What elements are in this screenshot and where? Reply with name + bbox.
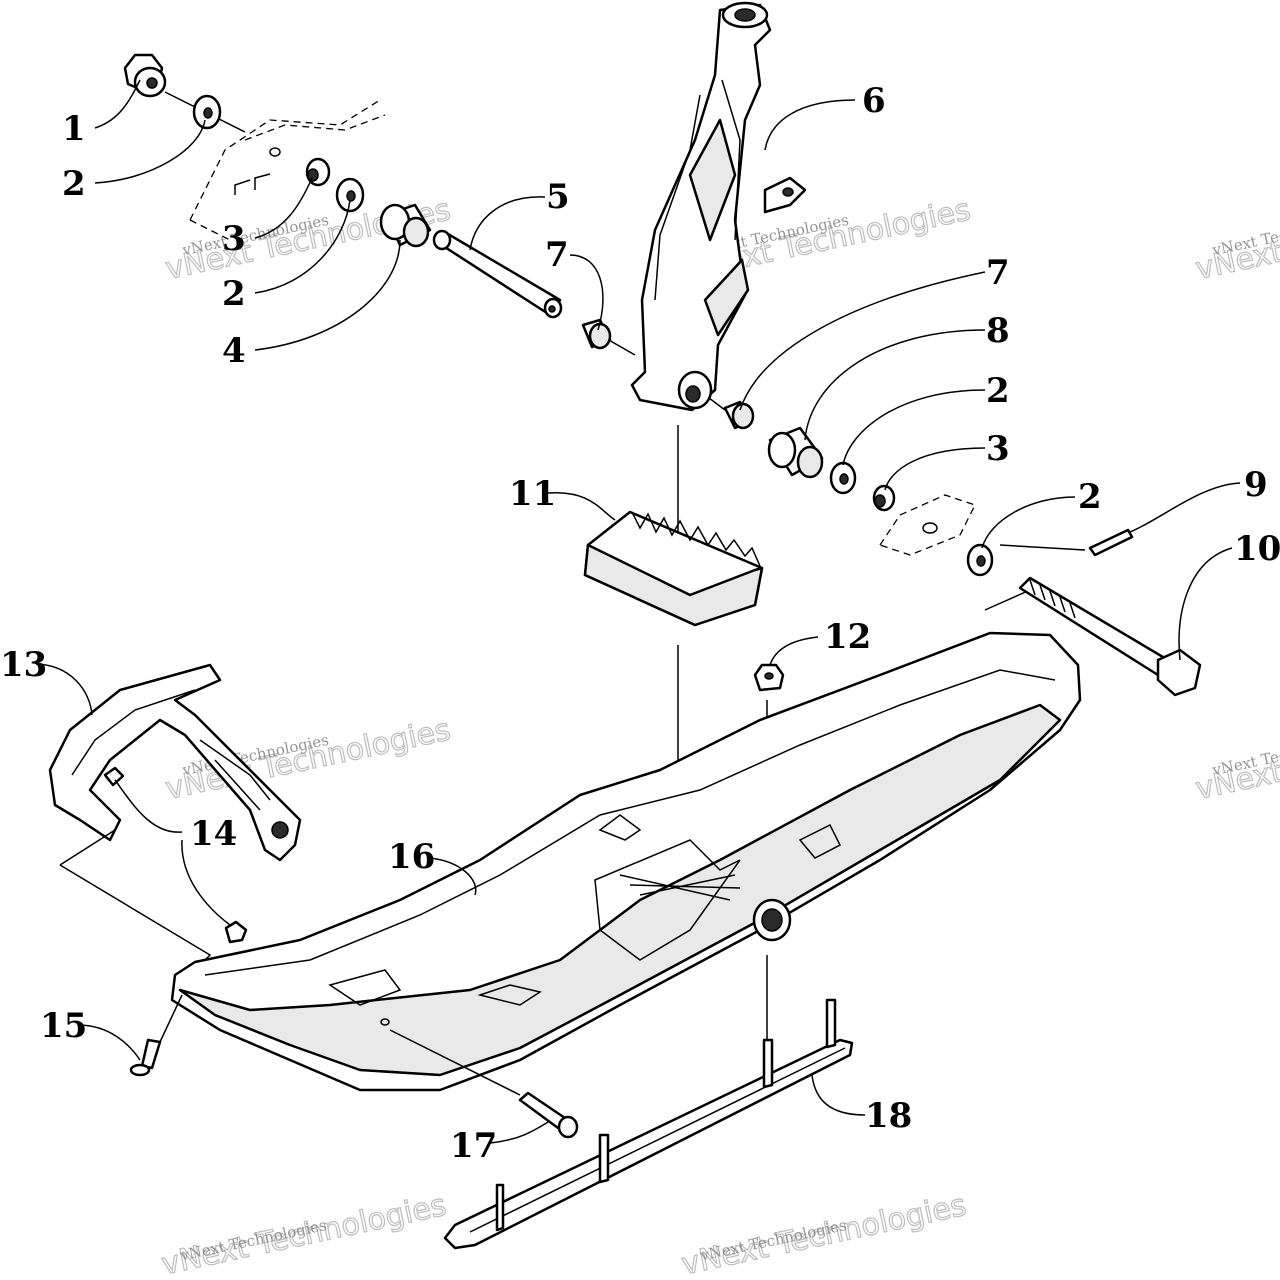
part-12-lock-nut — [753, 663, 785, 692]
watermark: vNext Technologies vNext Technologies — [158, 1187, 450, 1280]
callout-13: 13 — [0, 645, 47, 685]
callout-1: 1 — [62, 109, 86, 149]
part-2-washer — [829, 461, 857, 495]
callout-2: 2 — [1078, 477, 1102, 517]
callout-7: 7 — [986, 253, 1010, 293]
axle-line-bolt — [984, 589, 1031, 611]
leader-16 — [427, 857, 477, 896]
part-18-runner — [443, 998, 854, 1250]
part-6-spindle — [630, 1, 807, 412]
callout-10: 10 — [1234, 529, 1280, 569]
callout-leaders — [35, 79, 1241, 1144]
callout-8: 8 — [986, 311, 1010, 351]
part-17-bolt — [518, 1091, 579, 1139]
part-15-screw — [129, 1038, 162, 1077]
part-8-spacer — [767, 426, 824, 479]
callout-9: 9 — [1244, 465, 1268, 505]
part-16-ski — [170, 631, 1082, 1092]
frame-outline — [189, 99, 386, 241]
part-1-nut — [123, 53, 167, 98]
callout-3: 3 — [222, 219, 246, 259]
part-10-bolt — [1018, 576, 1202, 697]
callout-11: 11 — [509, 474, 556, 514]
watermark: vNext Technologies vNext Technologies — [1192, 712, 1280, 808]
part-9-cotter-pin — [1088, 528, 1134, 557]
part-7-bushing — [723, 400, 755, 430]
callout-2: 2 — [222, 274, 246, 314]
callout-7: 7 — [545, 235, 569, 275]
callout-16: 16 — [388, 837, 435, 877]
callout-17: 17 — [450, 1126, 497, 1166]
part-14-nut — [224, 920, 248, 944]
part-2-washer — [335, 177, 365, 213]
pin-line — [999, 544, 1086, 551]
part-3-flange-bushing — [872, 484, 896, 512]
bracket-outline — [878, 494, 976, 556]
callout-3: 3 — [986, 429, 1010, 469]
callout-15: 15 — [40, 1006, 87, 1046]
callout-2: 2 — [986, 371, 1010, 411]
callout-5: 5 — [546, 177, 570, 217]
bolt-17-line — [389, 1029, 521, 1096]
callout-2: 2 — [62, 164, 86, 204]
part-11-wear-pad — [583, 510, 764, 627]
callout-labels: 1 2 3 2 4 5 7 6 7 8 2 3 9 2 10 11 12 13 … — [0, 81, 1280, 1166]
callout-4: 4 — [222, 331, 246, 371]
watermark: vNext Technologies vNext Technologies — [678, 1187, 970, 1280]
leader-14 — [59, 829, 212, 986]
watermark: vNext Technologies vNext Technologies — [1192, 192, 1280, 288]
callout-12: 12 — [824, 617, 871, 657]
frame-tab — [234, 173, 271, 195]
callout-6: 6 — [862, 81, 886, 121]
screw-15-line — [159, 994, 183, 1043]
part-5-tube — [432, 229, 563, 319]
part-7-bushing — [581, 318, 612, 350]
frame-hole — [269, 147, 281, 157]
callout-14: 14 — [190, 814, 237, 854]
bracket-hole — [922, 522, 938, 534]
part-4-spacer — [379, 203, 432, 248]
part-2-washer — [966, 543, 994, 577]
callout-18: 18 — [865, 1096, 912, 1136]
part-14-rivet — [103, 766, 125, 787]
part-2-washer — [192, 94, 222, 130]
